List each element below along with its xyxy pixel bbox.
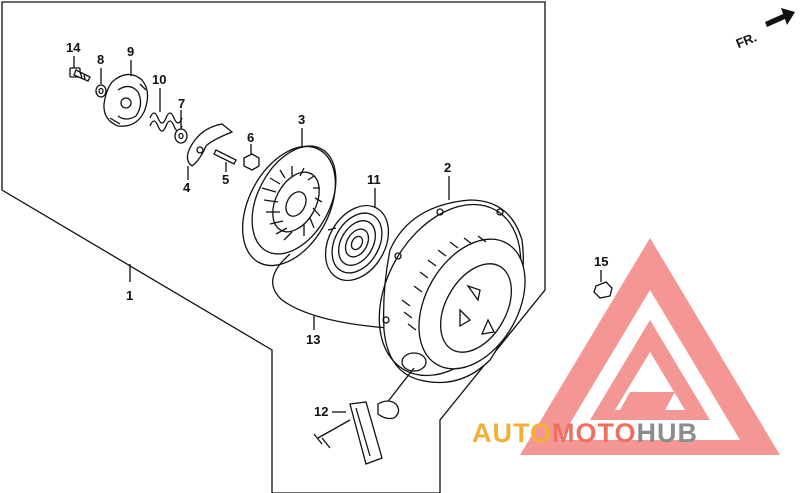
part-14-bolt [69,56,91,82]
part-15-bolt [593,270,613,299]
callout-15: 15 [594,254,608,269]
part-7-washer [174,110,188,144]
part-6-nut [243,144,260,171]
part-9-friction-plate [103,60,149,127]
part-8-washer [95,68,107,98]
front-direction-indicator: FR. [734,8,795,51]
callout-11: 11 [367,172,381,187]
assembly-frame [1,1,546,493]
callout-8: 8 [97,52,104,67]
callout-1: 1 [126,288,133,303]
callout-10: 10 [152,72,166,87]
callout-13: 13 [306,332,320,347]
part-3-reel [241,128,337,267]
watermark-triangle-icon [520,238,780,455]
callout-5: 5 [222,172,229,187]
callout-9: 9 [127,44,134,59]
callout-3: 3 [298,112,305,127]
callout-14: 14 [66,40,81,55]
watermark-hub: HUB [637,418,699,448]
watermark-auto: AUTO [472,418,552,448]
part-12-starter-grip [313,367,415,465]
callout-2: 2 [444,160,451,175]
watermark-moto: MOTO [552,418,637,448]
callout-7: 7 [178,96,185,111]
watermark-text: AUTOMOTOHUB [472,418,698,448]
part-11-recoil-spring [324,188,390,282]
part-2-starter-case [378,176,526,384]
callout-4: 4 [183,180,191,195]
front-arrow-icon [765,8,795,27]
front-label: FR. [734,29,759,51]
part-4-ratchet [186,123,234,180]
part-10-spring [149,88,183,132]
part-5-pin [213,149,237,172]
callout-12: 12 [314,404,328,419]
callout-6: 6 [247,130,254,145]
watermark-logo [520,238,780,455]
part-13-rope [272,253,389,329]
